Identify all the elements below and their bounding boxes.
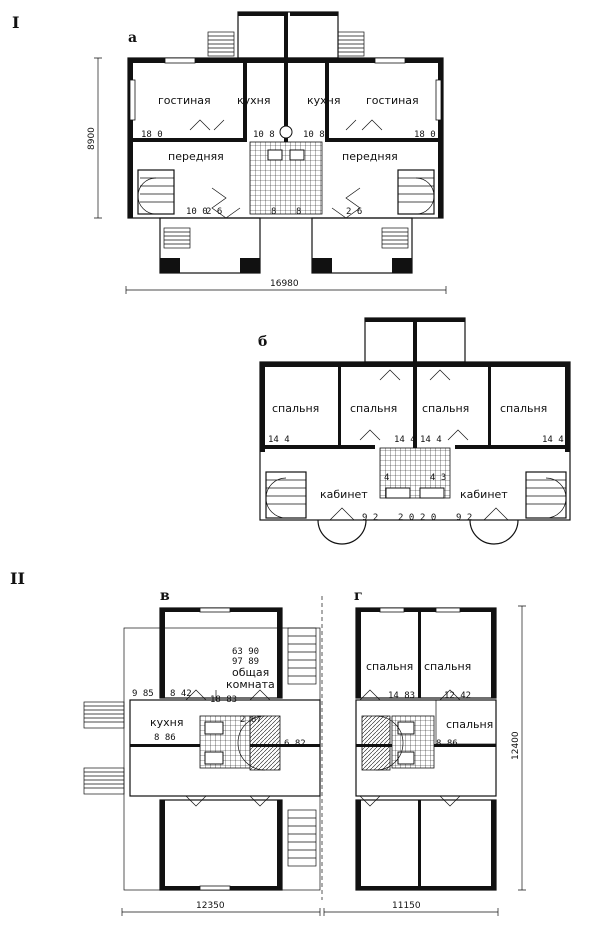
plan-v-letter: в (160, 588, 170, 604)
area-label: 9 85 (132, 689, 154, 699)
room-common-line1: общая (232, 666, 269, 679)
plan-v: в 63 90 97 89 общая (83, 588, 321, 916)
svg-text:12400: 12400 (511, 731, 521, 760)
room-bedroom: спальня (422, 402, 469, 415)
dimension-height-a: 8900 (87, 57, 102, 219)
area-label: 8 (271, 207, 276, 217)
dimension-height-g: 12400 (511, 605, 526, 891)
area-label: 18 0 (141, 130, 163, 140)
plan-g-letter: г (354, 588, 363, 604)
dimension-width-v: 12350 (121, 901, 321, 916)
room-kitchen-right: кухня (307, 94, 340, 107)
svg-text:11150: 11150 (392, 901, 421, 911)
plan-b-letter: б (258, 334, 267, 350)
area-label: 2 6 (206, 207, 222, 217)
area-label: 10 8 (253, 130, 275, 140)
area-label: 14 4 (394, 435, 416, 445)
area-label: 2 0 (420, 513, 436, 523)
dimension-width-g: 11150 (323, 901, 499, 916)
area-label: 14 4 (542, 435, 564, 445)
area-label: 18 0 (414, 130, 436, 140)
area-label: 2 6 (346, 207, 362, 217)
area-label: 4 3 (430, 473, 446, 483)
area-label: 10 0 (186, 207, 208, 217)
plan-a: а (87, 11, 447, 294)
area-label: 2 67 (240, 715, 262, 725)
room-study-left: кабинет (320, 488, 368, 501)
area-label: 14 4 (268, 435, 290, 445)
dimension-width-a: 16980 (125, 279, 447, 294)
plan-b: б спальня спальня спальня спальн (258, 317, 571, 545)
area-label: 14 83 (388, 691, 415, 701)
room-bedroom: спальня (500, 402, 547, 415)
room-kitchen: кухня (150, 716, 183, 729)
area-label: 9 2 (456, 513, 472, 523)
area-label: 6 82 (284, 739, 306, 749)
svg-text:16980: 16980 (270, 279, 299, 289)
svg-text:12350: 12350 (196, 901, 225, 911)
room-bedroom: спальня (424, 660, 471, 673)
room-living-left: гостиная (158, 94, 211, 107)
area-label: 12 42 (444, 691, 471, 701)
room-bedroom: спальня (350, 402, 397, 415)
area-label: 2 0 (398, 513, 414, 523)
room-bedroom: спальня (366, 660, 413, 673)
room-hall-right: передняя (342, 150, 398, 163)
area-label: 18 83 (210, 695, 237, 705)
section-I-label: I (12, 13, 19, 32)
area-label: 8 (296, 207, 301, 217)
plan-a-letter: а (128, 30, 137, 46)
room-study-right: кабинет (460, 488, 508, 501)
area-label: 8 42 (170, 689, 192, 699)
area-label: 8 86 (436, 739, 458, 749)
area-label: 8 86 (154, 733, 176, 743)
area-value: 63 90 (232, 647, 259, 657)
area-label: 4 (384, 473, 389, 483)
room-common-line2: комната (226, 678, 275, 691)
section-II-label: II (10, 569, 25, 588)
room-hall-left: передняя (168, 150, 224, 163)
area-label: 10 8 (303, 130, 325, 140)
room-bedroom: спальня (272, 402, 319, 415)
area-value: 97 89 (232, 657, 259, 667)
plan-g: г спальня спальня спальня 14 83 12 42 8 … (323, 588, 526, 916)
room-kitchen-left: кухня (237, 94, 270, 107)
area-label: 9 2 (362, 513, 378, 523)
room-bedroom: спальня (446, 718, 493, 731)
room-living-right: гостиная (366, 94, 419, 107)
area-label: 14 4 (420, 435, 442, 445)
svg-text:8900: 8900 (87, 127, 97, 150)
